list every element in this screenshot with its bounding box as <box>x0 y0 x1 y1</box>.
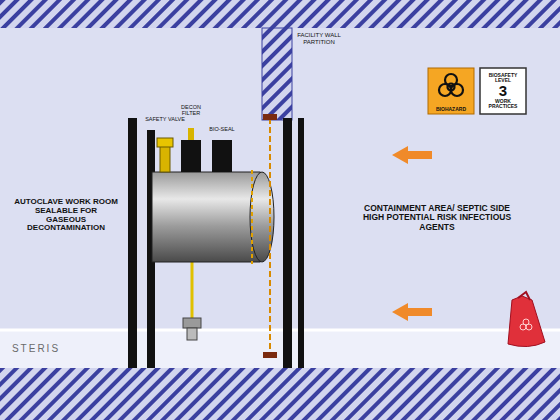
room-label: AUTOCLAVE WORK ROOM SEALABLE FOR GASEOUS… <box>14 198 118 233</box>
floor-strip <box>0 330 560 370</box>
biohazard-bag <box>508 296 545 347</box>
sign-text: WORK PRACTICES <box>482 99 524 110</box>
autoclave-chamber <box>152 172 260 262</box>
brand-logo: STERIS <box>6 343 66 354</box>
flow-arrow <box>392 146 432 164</box>
wall-partition <box>262 28 292 120</box>
sign-text: BIOHAZARD <box>436 107 466 112</box>
bio-seal <box>212 140 232 172</box>
floor-band <box>0 368 560 420</box>
flow-arrow <box>392 303 432 321</box>
safety-valve <box>160 146 170 172</box>
sign-text: BIOSAFETY LEVEL <box>482 73 524 84</box>
level-number: 3 <box>499 83 507 99</box>
wall-label: FACILITY WALL PARTITION <box>297 32 341 45</box>
part-label: BIO-SEAL <box>203 126 241 132</box>
frame-leg <box>128 118 137 368</box>
door-line <box>269 118 271 355</box>
frame-leg <box>298 118 304 368</box>
part-label: SAFETY VALVE <box>143 116 187 122</box>
decon-filter <box>181 140 201 172</box>
drain-fitting <box>183 318 201 328</box>
biosafety-level-sign: BIOSAFETY LEVEL3WORK PRACTICES <box>480 68 526 114</box>
biohazard-sign: BIOHAZARD <box>428 68 474 114</box>
frame-leg <box>283 118 292 368</box>
ceiling-band <box>0 0 560 28</box>
biohazard-sign <box>428 68 474 114</box>
area-label: CONTAINMENT AREA/ SEPTIC SIDE HIGH POTEN… <box>362 204 512 232</box>
biohazard-symbol <box>439 74 463 96</box>
part-label: DECON FILTER <box>173 104 209 116</box>
